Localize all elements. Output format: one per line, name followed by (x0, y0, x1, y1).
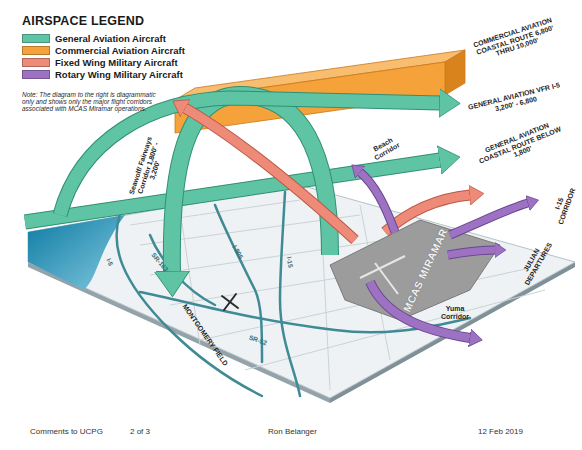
route-label: COMMERCIAL AVIATION COASTAL ROUTE 6,800'… (464, 14, 566, 67)
road-label: I-5 (105, 257, 114, 267)
airport-symbol (222, 294, 238, 310)
ocean (28, 215, 125, 290)
route-label: Seawolf/ Fairways Corridor 1,800' - 3,20… (127, 133, 169, 203)
legend-text: Fixed Wing Military Aircraft (55, 57, 178, 68)
footer-text: Ron Belanger (268, 428, 317, 437)
road-label: SR-163 (150, 251, 170, 272)
rotary-wing-route (448, 250, 495, 255)
route-label: GENERAL AVIATION COASTAL ROUTE BELOW 1,8… (473, 117, 567, 173)
general-aviation-route (60, 98, 440, 215)
rotary-wing-route (360, 172, 395, 232)
corridor-outline (450, 203, 528, 235)
airfield-outline (330, 220, 500, 320)
street-line (320, 196, 330, 390)
route-label: GENERAL AVIATION VFR I-5 3,200' - 6,800 (467, 81, 563, 119)
note-text: Note: The diagram to the right is diagra… (22, 91, 164, 112)
corridor-outline (185, 108, 355, 240)
legend-text: General Aviation Aircraft (55, 33, 166, 44)
legend-box: AIRSPACE LEGEND General Aviation Aircraft… (22, 14, 185, 80)
street-line (130, 200, 300, 225)
footer-text: Comments to UCPG (30, 428, 103, 437)
corridor-outline (385, 195, 470, 232)
corridor-outline (25, 160, 440, 222)
corridor-outline (172, 95, 330, 272)
route-label: Yuma Corridor (431, 305, 479, 320)
street-line (180, 210, 200, 345)
freeway-line (215, 205, 262, 362)
legend-swatch (22, 46, 50, 55)
legend-swatch (22, 34, 50, 43)
airfield-label: MONTGOMERY FIELD (181, 303, 229, 368)
fixed-wing-route (385, 195, 470, 232)
general-aviation-route (25, 160, 440, 222)
legend-row: Fixed Wing Military Aircraft (22, 56, 185, 68)
legend-title: AIRSPACE LEGEND (22, 14, 185, 28)
airfield-area: MCAS MIRAMAR (330, 218, 502, 322)
legend-row: General Aviation Aircraft (22, 32, 185, 44)
runway-mark (224, 294, 236, 310)
corridor-outline (370, 282, 470, 338)
legend-row: Rotary Wing Military Aircraft (22, 68, 185, 80)
corridor-outline (60, 98, 440, 215)
legend-swatch (22, 58, 50, 67)
footer-text: 12 Feb 2019 (478, 428, 523, 437)
general-aviation-route (172, 95, 330, 272)
street-line (140, 215, 360, 245)
runway-line (375, 263, 398, 294)
rotary-wing-route (450, 203, 528, 235)
fixed-wing-route (185, 108, 355, 240)
route-box-side (445, 50, 465, 95)
freeway-line (150, 235, 215, 305)
legend-row: Commercial Aviation Aircraft (22, 44, 185, 56)
freeway-line (117, 214, 262, 396)
corridor-outline (360, 172, 395, 232)
route-box-front (175, 62, 445, 133)
legend-text: Rotary Wing Military Aircraft (55, 69, 183, 80)
footer-text: 2 of 3 (130, 428, 150, 437)
legend-text: Commercial Aviation Aircraft (55, 45, 185, 56)
route-label: Beach Corridor (364, 131, 406, 164)
rotary-wing-route (370, 282, 470, 338)
legend-swatch (22, 70, 50, 79)
route-label: JULIAN DEPARTURES (514, 233, 556, 291)
map-plane (28, 185, 575, 398)
airfield-shape (330, 218, 502, 322)
route-label: I-15 CORRIDOR (548, 181, 578, 229)
freeway-line (280, 192, 300, 396)
road-label: I-15 (286, 256, 295, 268)
road-label: I-805 (231, 244, 245, 260)
road-label: SR-52 (248, 333, 268, 346)
corridor-outline (448, 250, 495, 255)
